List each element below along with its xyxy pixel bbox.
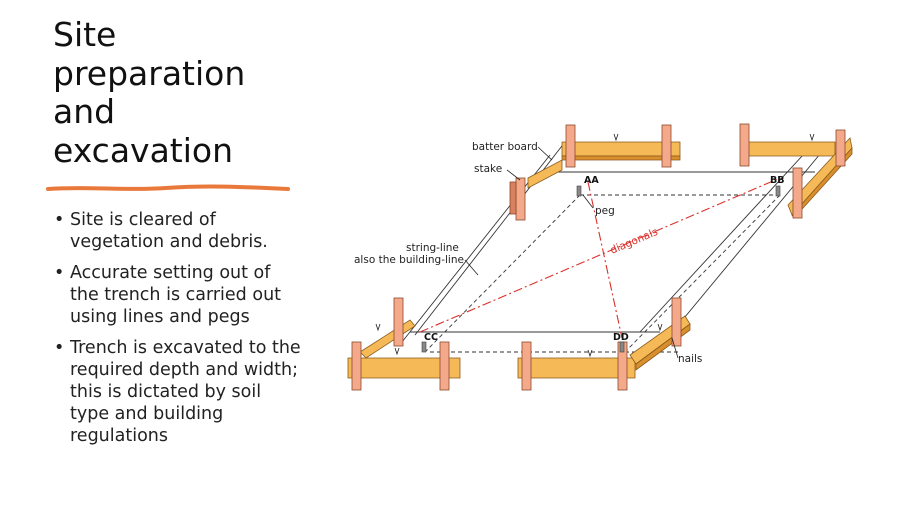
batter-board-top-right — [739, 123, 853, 219]
title-line: excavation — [53, 130, 234, 170]
batter-board-bottom-left — [347, 297, 461, 391]
corner-dd: DD — [613, 332, 629, 343]
label-batter-board: batter board — [472, 141, 538, 153]
bullet-list: • Site is cleared of vegetation and debr… — [54, 209, 304, 456]
label-stake: stake — [474, 163, 502, 175]
batter-board-diagram: batter board stake peg string-line also … — [347, 123, 853, 391]
bullet-marker: • — [54, 210, 65, 230]
bullet-item: • Accurate setting out of the trench is … — [54, 262, 304, 328]
dashed-lines — [424, 194, 781, 353]
bullet-text: Accurate setting out of the trench is ca… — [70, 263, 282, 327]
bullet-marker: • — [54, 338, 65, 358]
bullet-marker: • — [54, 263, 65, 283]
title-line: Site — [53, 15, 117, 54]
title-line: and — [53, 92, 116, 131]
label-building-line: also the building-line — [354, 254, 464, 266]
title-line: preparation — [53, 53, 246, 93]
bullet-item: • Site is cleared of vegetation and debr… — [54, 209, 304, 253]
corner-aa: AA — [584, 175, 599, 186]
label-string-line: string-line — [406, 242, 459, 254]
label-diagonals: diagonals — [608, 226, 659, 257]
corner-bb: BB — [770, 175, 784, 186]
label-peg: peg — [595, 205, 615, 217]
slide-title: Site preparation and excavation — [53, 15, 313, 170]
label-leaders — [464, 146, 679, 359]
bullet-item: • Trench is excavated to the required de… — [54, 337, 304, 447]
bullet-text: Site is cleared of vegetation and debris… — [70, 210, 268, 252]
corner-cc: CC — [424, 332, 438, 343]
pegs — [421, 185, 781, 353]
nail-marks — [375, 133, 815, 358]
diagonal-lines — [419, 177, 781, 339]
label-nails: nails — [678, 353, 702, 365]
bullet-text: Trench is excavated to the required dept… — [70, 338, 301, 446]
title-underline — [46, 184, 290, 191]
batter-board-top-left — [509, 124, 681, 221]
batter-board-bottom-right — [517, 297, 691, 391]
